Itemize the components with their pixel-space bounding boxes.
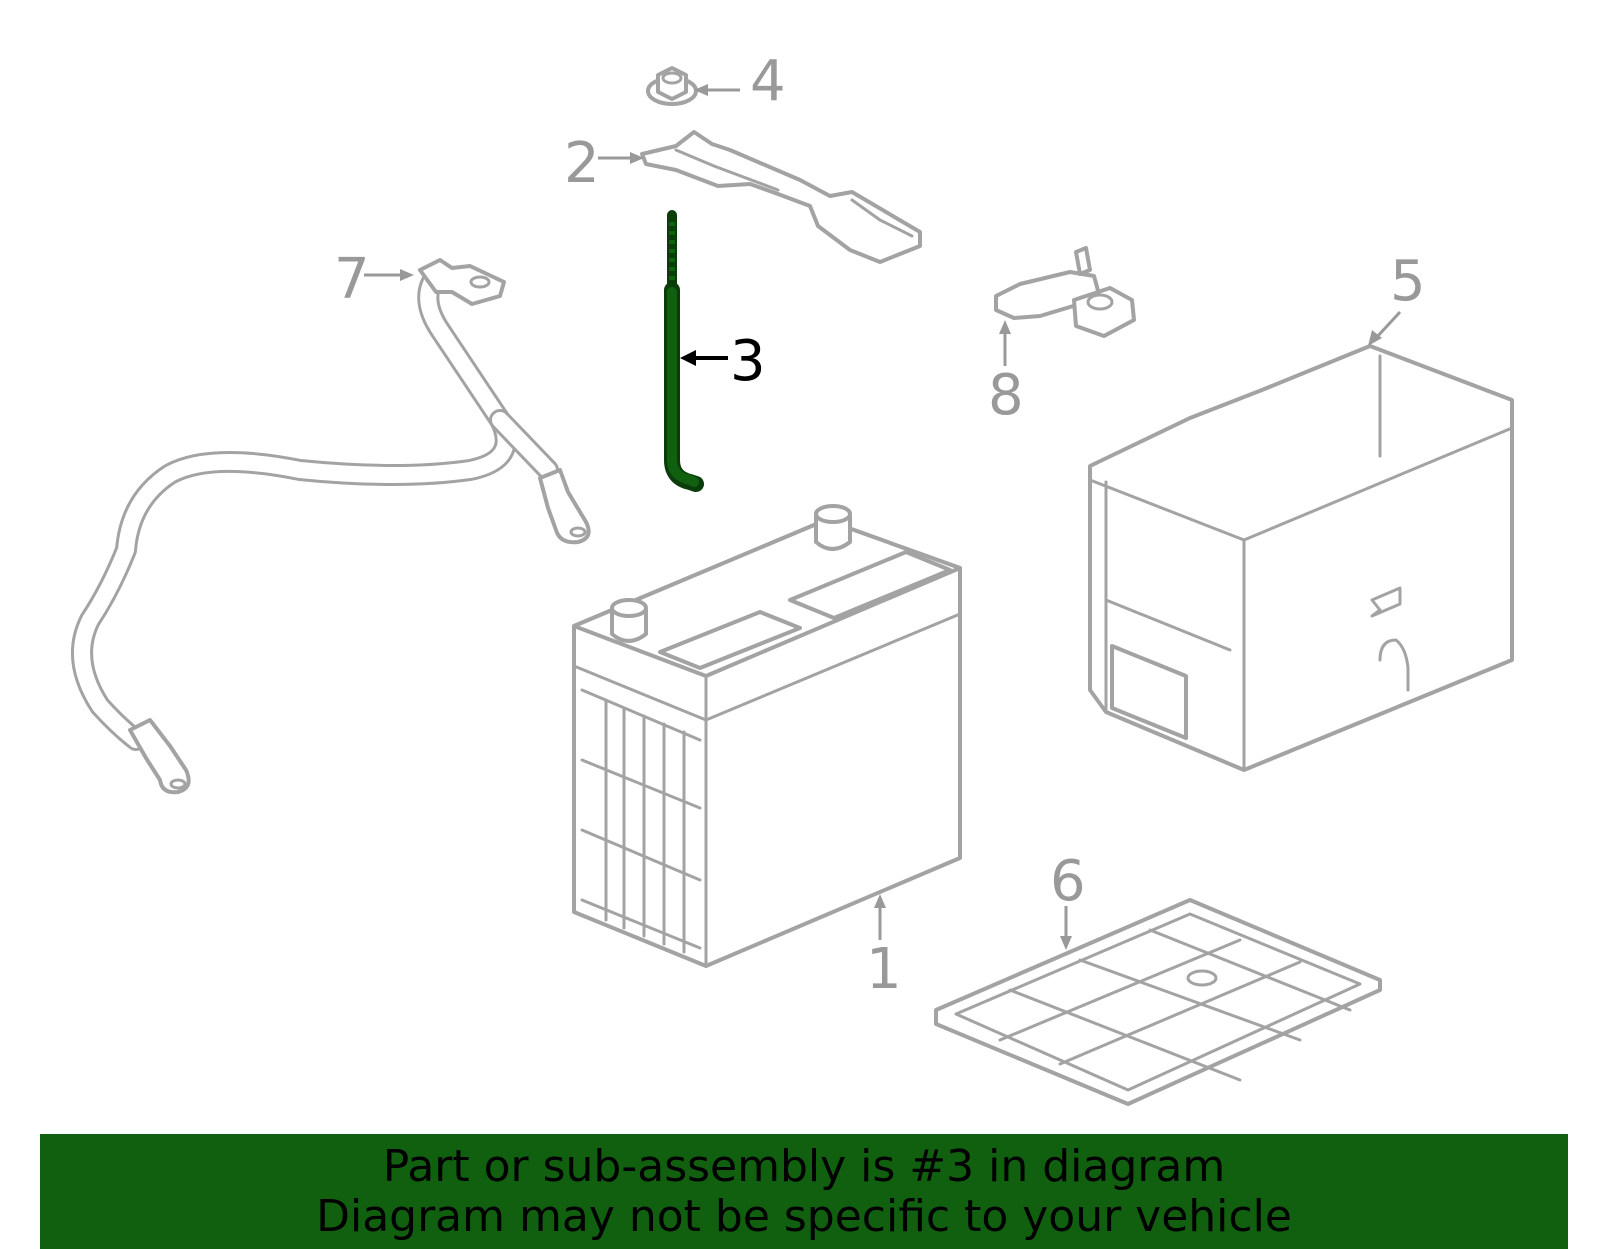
part-8-sensor: [994, 246, 1136, 338]
callout-6: 6: [1050, 849, 1086, 914]
part-3-hold-down-rod: [664, 210, 704, 492]
callout-8: 8: [988, 363, 1024, 428]
part-2-bracket: [640, 130, 922, 264]
callout-4: 4: [750, 49, 786, 114]
banner-line-1: Part or sub-assembly is #3 in diagram: [382, 1141, 1226, 1192]
part-4-nut: [646, 66, 698, 106]
callout-1: 1: [866, 937, 902, 1002]
callout-2: 2: [564, 131, 600, 196]
banner-line-2: Diagram may not be specific to your vehi…: [316, 1191, 1292, 1242]
part-1-battery: [572, 504, 962, 968]
callout-7: 7: [334, 247, 370, 312]
part-7-battery-cable: [71, 258, 591, 795]
leader-arrows: [364, 84, 1402, 950]
info-banner: Part or sub-assembly is #3 in diagram Di…: [40, 1134, 1568, 1249]
callout-5: 5: [1390, 249, 1426, 314]
callout-3: 3: [730, 329, 766, 394]
part-6-battery-tray: [934, 898, 1382, 1106]
part-5-battery-box: [1088, 344, 1514, 772]
